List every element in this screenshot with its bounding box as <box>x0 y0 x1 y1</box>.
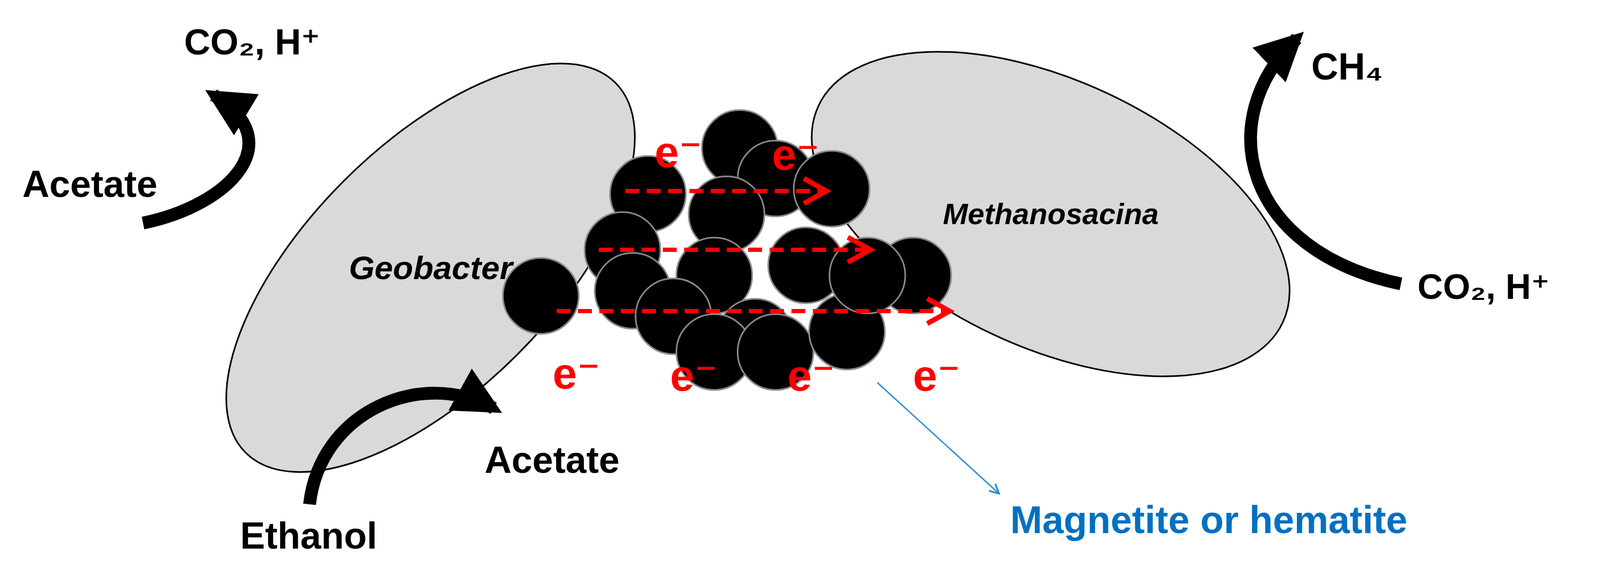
electron-label: e⁻ <box>670 351 718 400</box>
particle <box>584 211 661 288</box>
particle <box>676 237 752 314</box>
particle <box>502 257 579 334</box>
particle <box>635 278 712 355</box>
organism-name: Geobacter <box>349 248 513 287</box>
particle <box>701 109 778 186</box>
substrate-label: Acetate <box>22 163 158 205</box>
particle <box>717 298 794 375</box>
particle <box>829 237 906 314</box>
electron-label: e⁻ <box>654 128 703 177</box>
particle <box>767 227 844 304</box>
ellipse-shape <box>159 0 703 540</box>
electron-label: e⁻ <box>552 349 601 398</box>
particle <box>594 252 671 329</box>
particle <box>688 176 765 253</box>
substrate-label: Ethanol <box>240 515 378 557</box>
product-label: Acetate <box>484 439 620 481</box>
organism-name: Methanosacina <box>943 196 1160 232</box>
electron-flow-arrow <box>556 309 950 314</box>
reaction-arrow <box>1250 38 1401 284</box>
ellipse-shape <box>762 0 1340 443</box>
reaction-arrow <box>143 94 249 224</box>
electron-label: e⁻ <box>772 130 820 179</box>
product-label: CH₄ <box>1311 46 1383 88</box>
cell-ellipse: Methanosacina <box>811 51 1290 377</box>
cell-ellipse: Geobacter <box>226 63 636 473</box>
substrate-label: CO₂, H⁺ <box>1417 267 1550 307</box>
reaction-arrow <box>309 393 494 505</box>
callout-label: Magnetite or hematite <box>1010 498 1408 542</box>
electron-label: e⁻ <box>787 351 836 400</box>
particle <box>875 237 952 314</box>
product-label: CO₂, H⁺ <box>184 21 321 62</box>
electron-label: e⁻ <box>913 351 961 400</box>
mineral-particles <box>502 109 952 390</box>
electron-flow-arrow <box>625 188 827 194</box>
electron-flow-arrow <box>598 247 871 252</box>
